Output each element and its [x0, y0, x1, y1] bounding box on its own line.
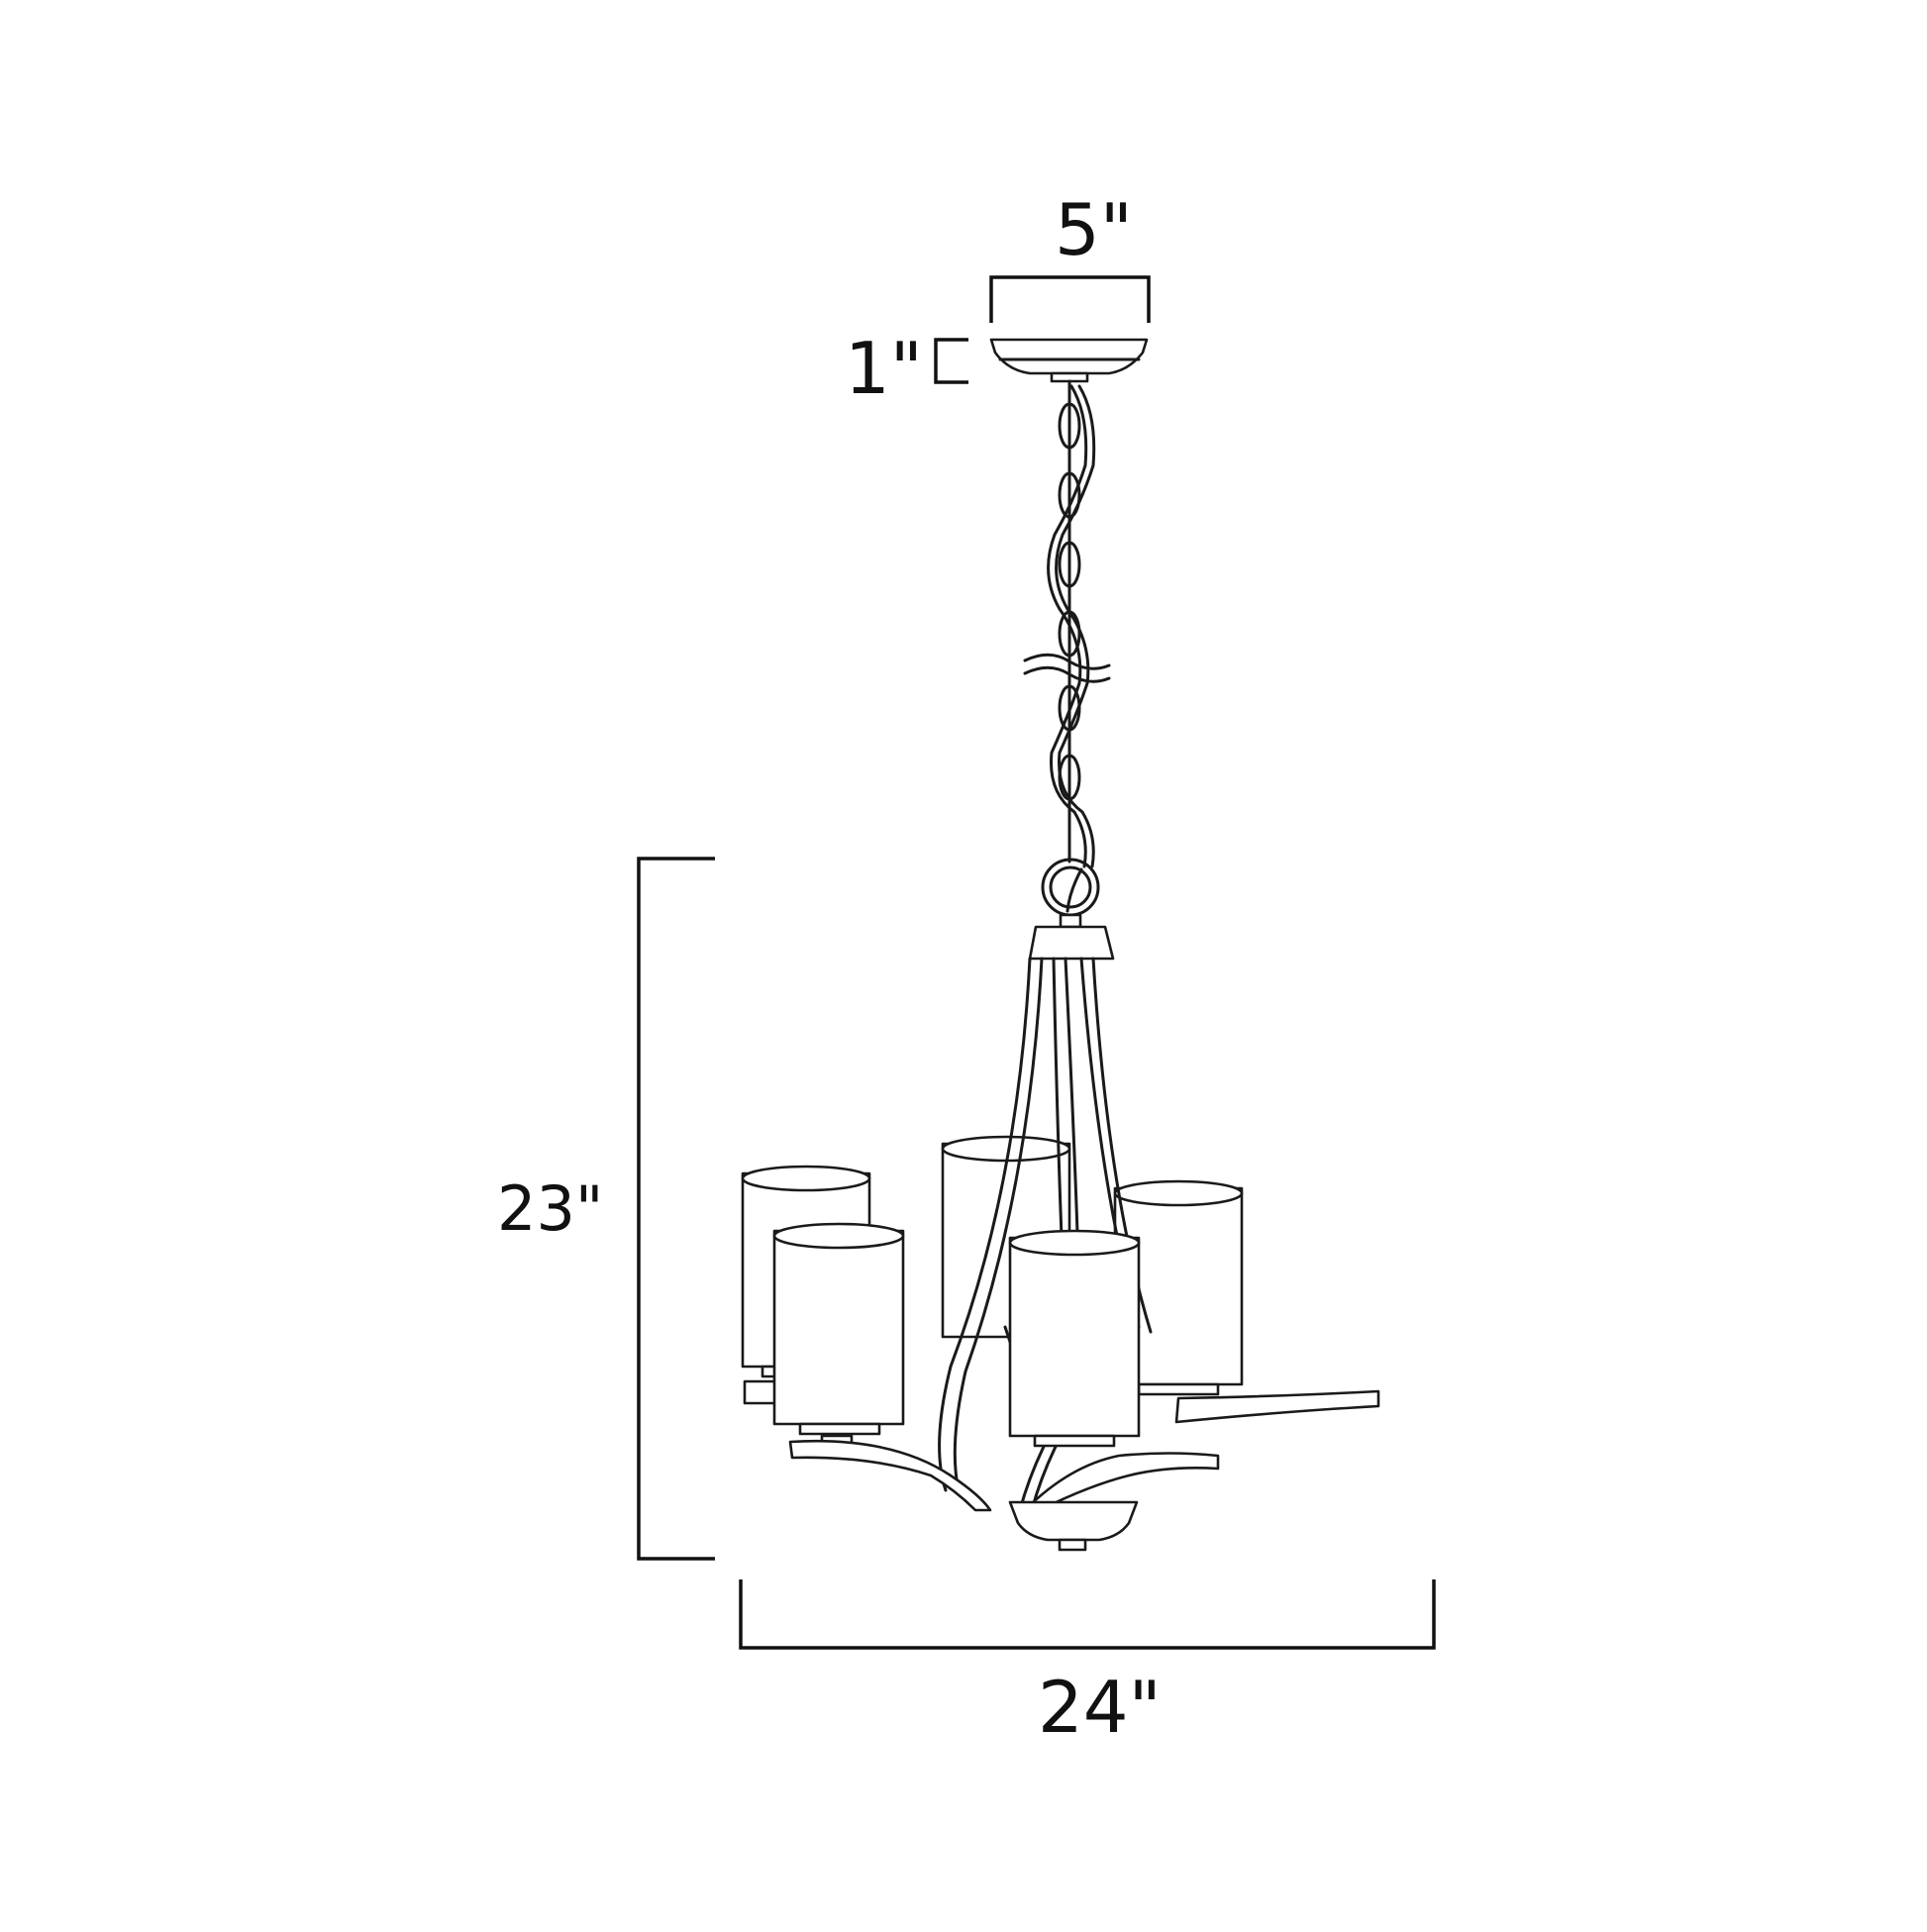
fixture-height-label: 23" — [497, 1172, 604, 1245]
shade-front-left — [772, 1222, 992, 1512]
canopy — [989, 338, 1149, 383]
canopy-height-label: 1" — [845, 327, 923, 410]
loop — [1041, 858, 1100, 917]
width-bracket — [739, 1579, 1436, 1650]
canopy-height-bracket — [934, 338, 968, 384]
shade-back-right — [1113, 1179, 1380, 1424]
bottom-finial — [1008, 1500, 1139, 1552]
height-bracket — [637, 857, 715, 1561]
canopy-width-label: 5" — [1055, 188, 1133, 271]
canopy-width-bracket — [989, 275, 1151, 323]
body-top — [1028, 913, 1115, 961]
wire — [1023, 384, 1111, 868]
shade-front-right — [1008, 1229, 1220, 1512]
fixture-width-label: 24" — [1038, 1666, 1162, 1749]
